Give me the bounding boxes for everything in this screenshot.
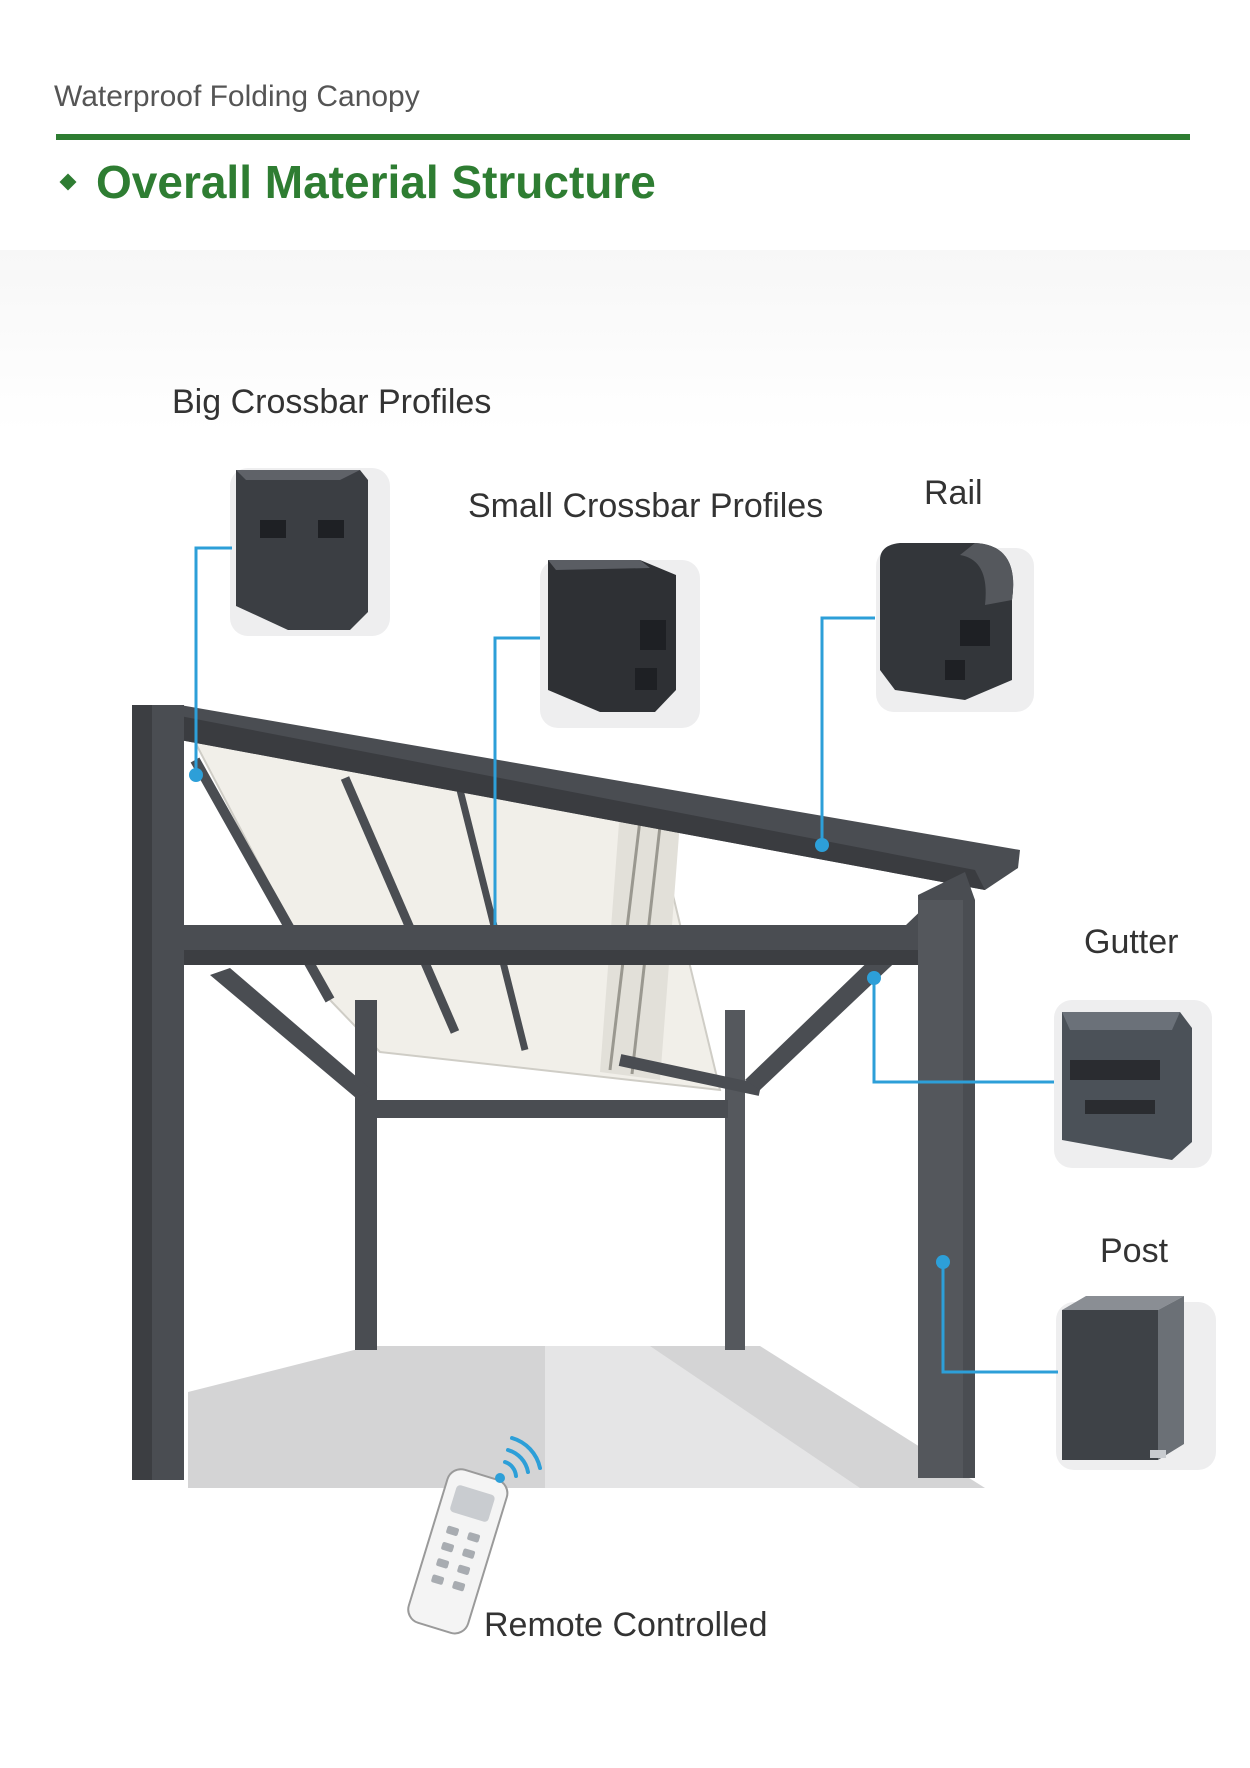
document-subtitle: Waterproof Folding Canopy <box>54 80 420 113</box>
floor-shadow-highlight <box>545 1346 860 1488</box>
gutter-profile-icon <box>1062 1012 1192 1160</box>
section-heading: Overall Material Structure <box>54 155 656 209</box>
small-crossbar-profile-icon <box>548 560 676 712</box>
header-divider <box>56 134 1190 140</box>
remote-control-icon <box>407 1468 509 1635</box>
rail-profile-icon <box>880 543 1014 700</box>
small-crossbar-label: Small Crossbar Profiles <box>468 487 824 525</box>
rail-leader <box>820 616 875 845</box>
post-profile-icon <box>1062 1296 1184 1460</box>
gutter-leader <box>872 978 1054 1084</box>
post-label: Post <box>1100 1232 1169 1270</box>
big-crossbar-label: Big Crossbar Profiles <box>172 383 492 421</box>
post-leader <box>941 1262 1058 1374</box>
small-crossbar-leader <box>493 636 540 925</box>
gutter-label: Gutter <box>1084 923 1179 961</box>
remote-controlled-label: Remote Controlled <box>484 1606 768 1644</box>
big-crossbar-leader <box>194 546 232 775</box>
rail-label: Rail <box>924 474 983 512</box>
section-title: Overall Material Structure <box>96 156 656 208</box>
big-crossbar-profile-icon <box>236 470 368 630</box>
wireless-signal-icon <box>495 1436 542 1483</box>
